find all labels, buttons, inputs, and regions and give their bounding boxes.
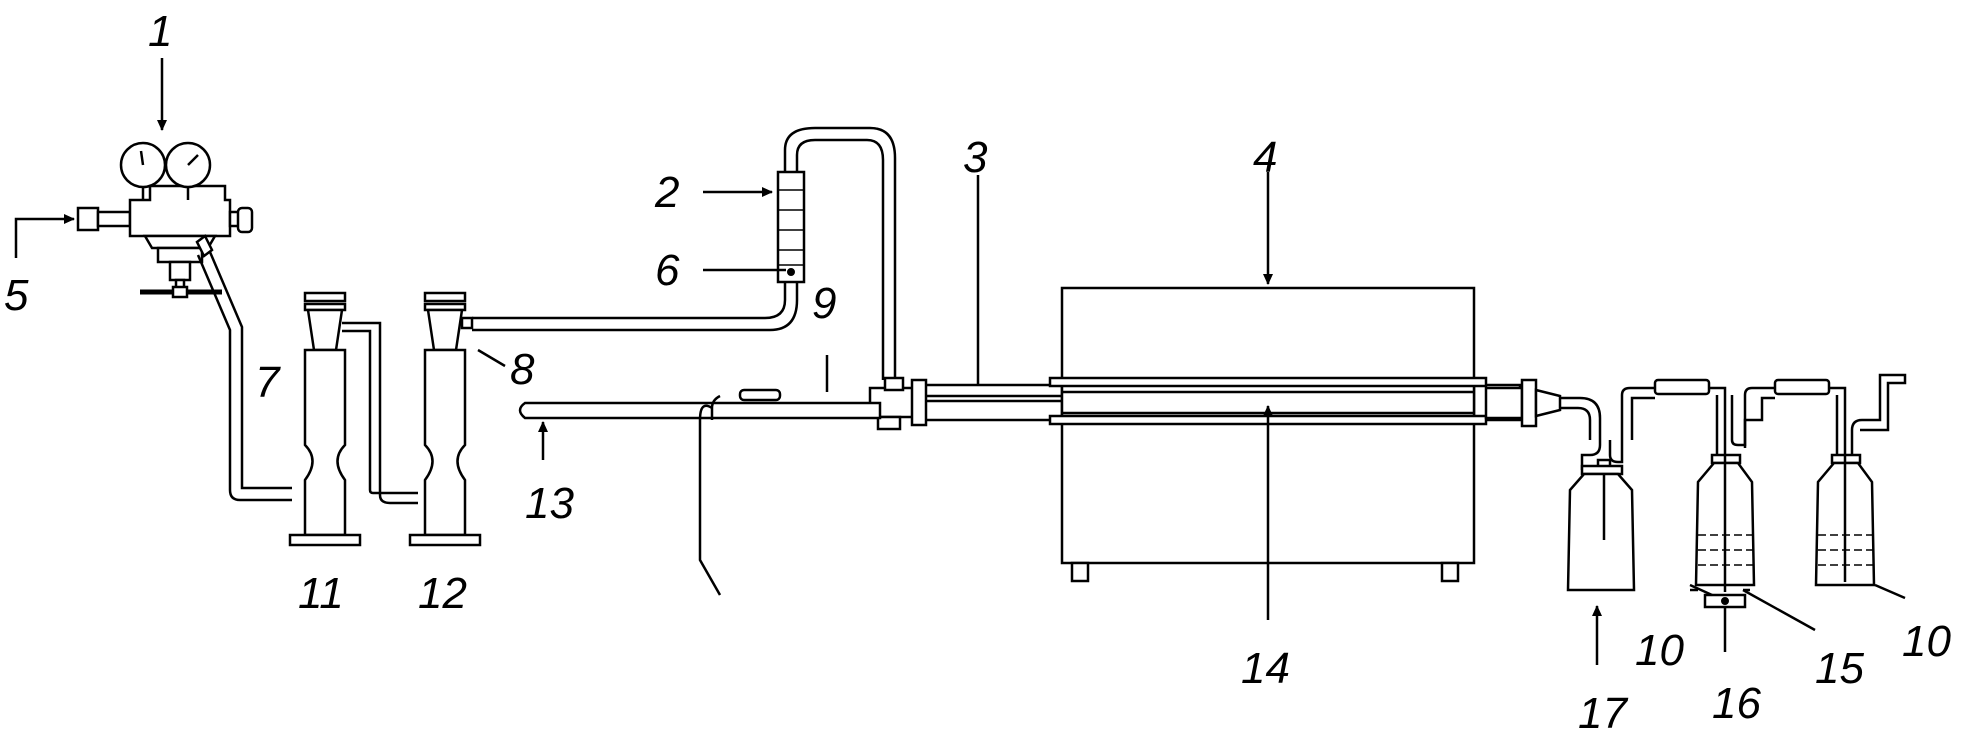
label-1: 1: [148, 7, 172, 56]
tubing-regulator-to-bottle-11: [196, 254, 292, 502]
label-2: 2: [654, 168, 679, 217]
gas-regulator: [76, 141, 254, 299]
label-13: 13: [525, 479, 574, 528]
stir-bar: [1721, 597, 1729, 605]
label-15: 15: [1815, 644, 1864, 693]
wash-bottle-12: [408, 291, 482, 547]
label-12: 12: [418, 569, 467, 618]
label-10-right: 10: [1902, 617, 1951, 666]
absorption-bottle-10-left: [1653, 378, 1756, 609]
label-9: 9: [812, 279, 836, 328]
label-10-left: 10: [1635, 626, 1684, 675]
label-4: 4: [1253, 133, 1277, 182]
flowmeter-float: [787, 268, 795, 276]
label-17: 17: [1578, 689, 1628, 734]
label-16: 16: [1712, 679, 1761, 728]
wash-bottle-11: [288, 291, 418, 547]
flowmeter: [776, 170, 806, 284]
leader-lines: [14, 58, 1906, 665]
label-8: 8: [510, 345, 535, 394]
label-3: 3: [963, 133, 988, 182]
tubing-to-flowmeter: [472, 280, 787, 320]
label-5: 5: [4, 271, 29, 320]
thermocouple-wire: [698, 404, 722, 596]
label-14: 14: [1241, 644, 1290, 693]
label-11: 11: [298, 569, 344, 618]
tubing-flowmeter-to-reactor: [783, 126, 897, 380]
label-7: 7: [255, 358, 281, 407]
push-rod: [518, 388, 882, 596]
outlet-connector: [1484, 378, 1602, 470]
label-6: 6: [655, 246, 680, 295]
absorption-bottle-10-right: [1773, 373, 1907, 587]
empty-trap-bottle-17: [1566, 458, 1636, 592]
